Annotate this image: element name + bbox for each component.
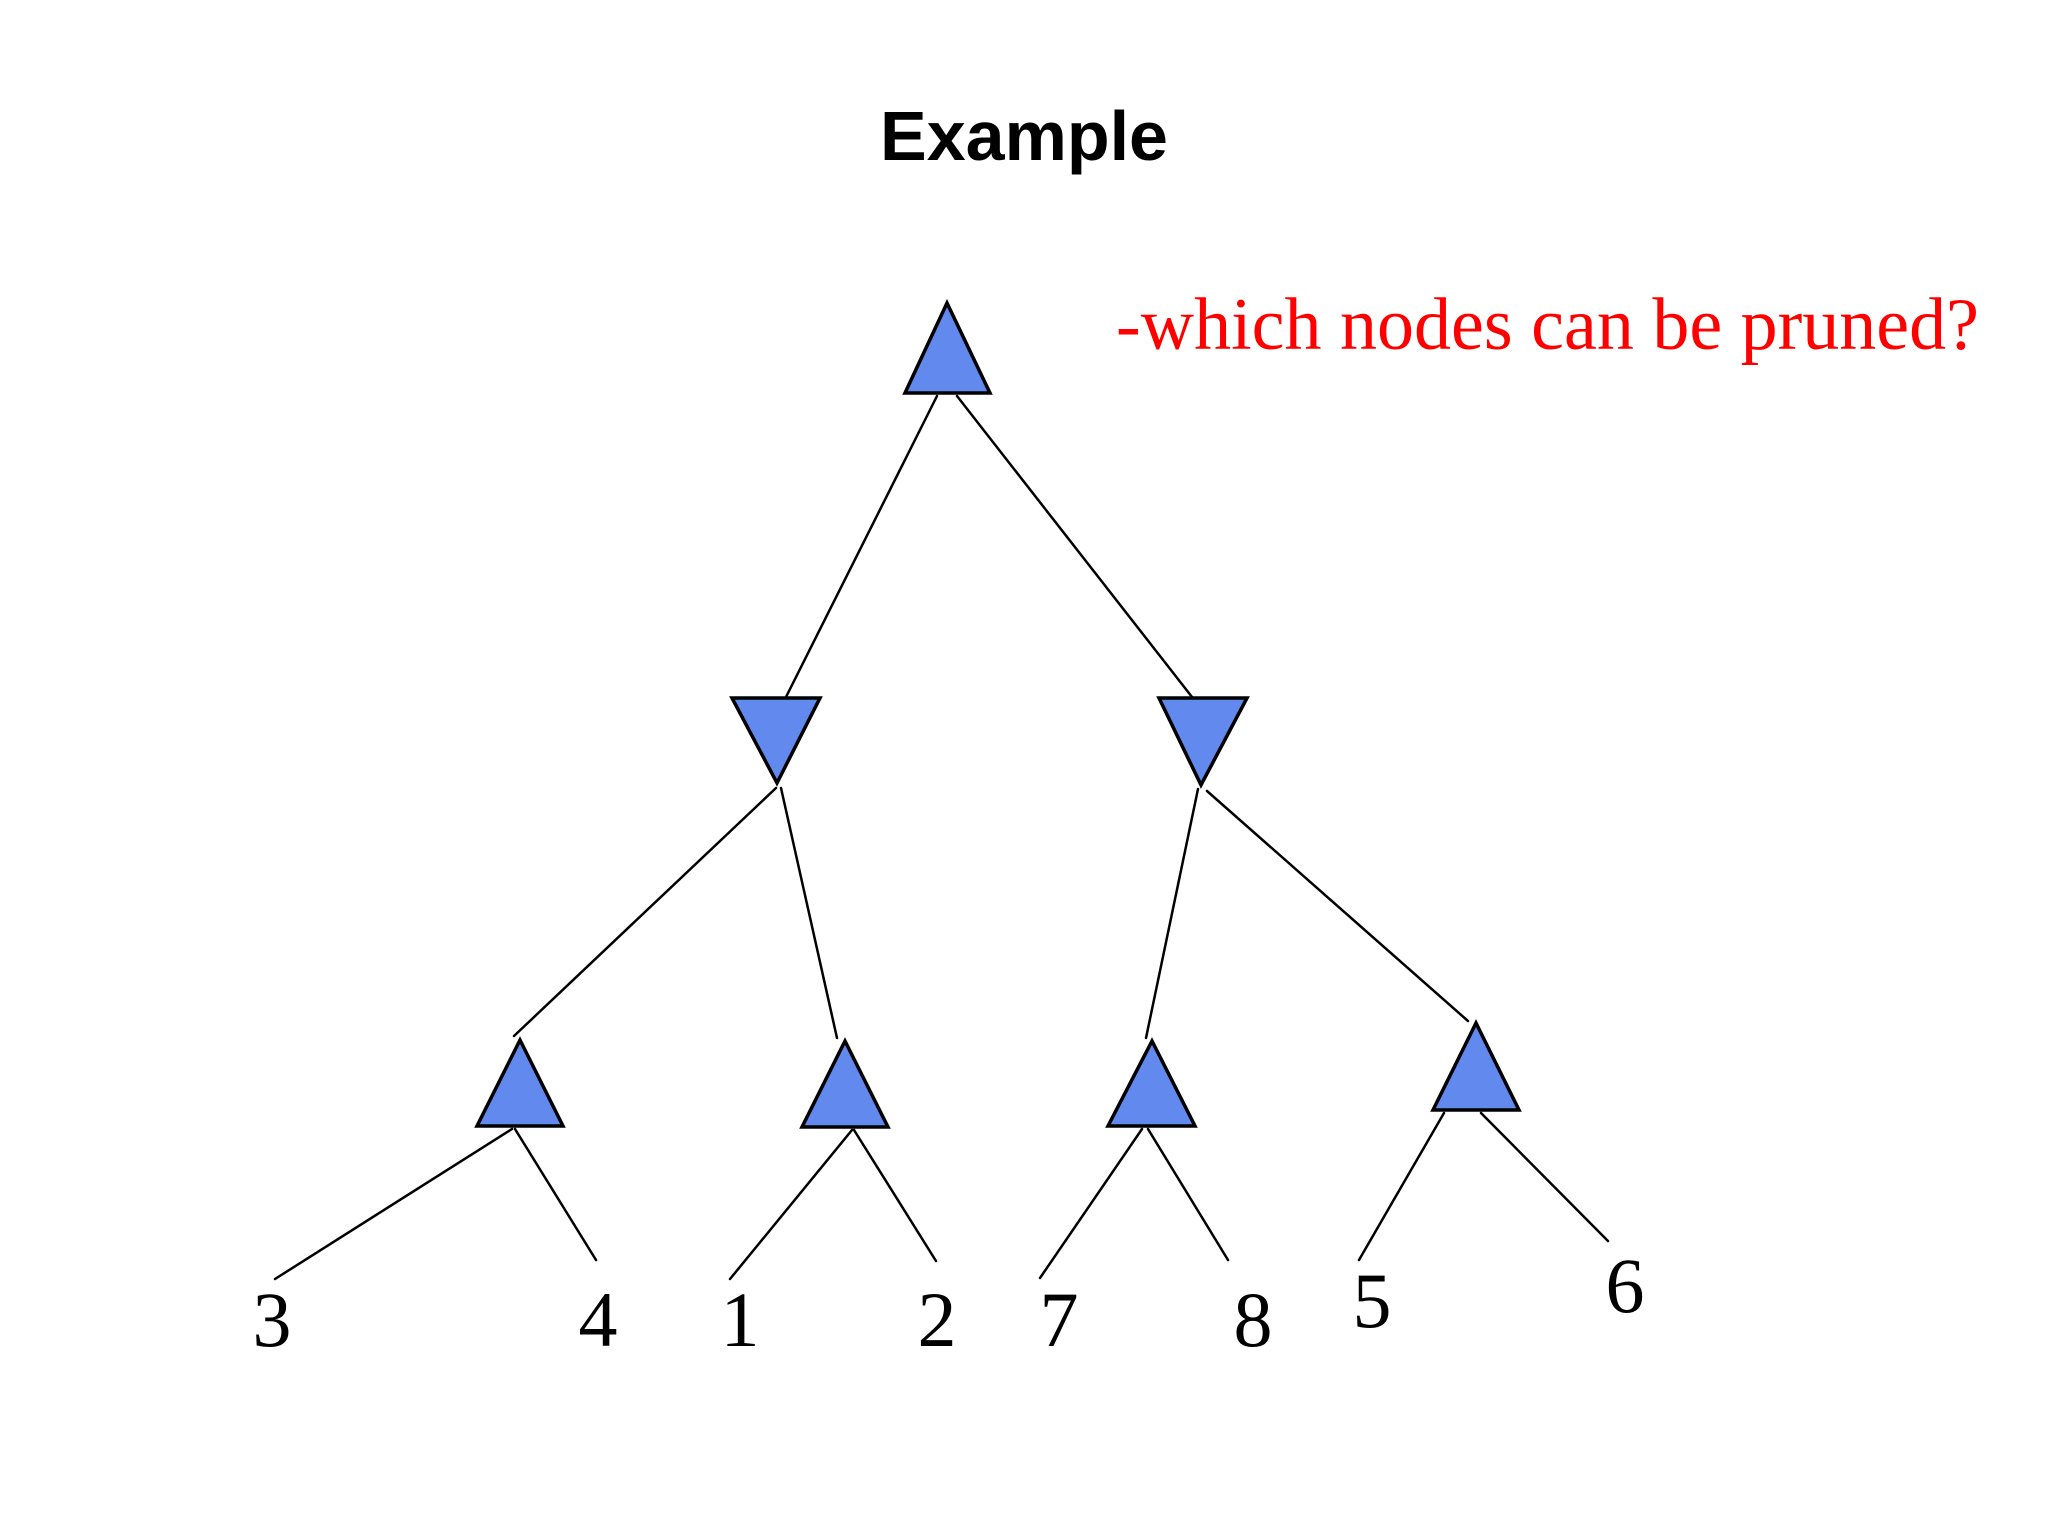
leaf-value-5: 5 <box>1352 1257 1392 1344</box>
edge-minright-max4 <box>1205 789 1470 1023</box>
edge-minleft-max1 <box>512 786 778 1038</box>
edge-max1-leaf-4 <box>513 1127 598 1262</box>
edge-max4-leaf-5 <box>1357 1111 1446 1262</box>
leaf-value-1: 1 <box>720 1276 760 1363</box>
leaf-value-4: 4 <box>578 1276 618 1363</box>
tree-edges <box>273 394 1610 1281</box>
node-min-left-triangle-down <box>729 696 823 787</box>
leaf-value-2: 2 <box>917 1276 957 1363</box>
edge-max1-leaf-3 <box>273 1127 514 1281</box>
leaf-value-7: 7 <box>1039 1276 1079 1363</box>
tree-nodes <box>474 298 1522 1129</box>
edge-max2-leaf-2 <box>852 1128 938 1263</box>
leaf-value-6: 6 <box>1605 1242 1645 1329</box>
node-max-1-triangle-up <box>474 1036 566 1128</box>
edge-minleft-max2 <box>779 786 839 1040</box>
node-root-triangle-up <box>902 298 993 395</box>
edge-max2-leaf-1 <box>728 1128 854 1281</box>
node-max-4-triangle-up <box>1430 1019 1522 1112</box>
slide-title: Example <box>880 97 1168 175</box>
edge-max4-leaf-6 <box>1479 1111 1610 1243</box>
edge-max3-leaf-8 <box>1146 1127 1230 1262</box>
edge-root-min-right <box>955 394 1194 699</box>
leaf-value-8: 8 <box>1233 1276 1273 1363</box>
node-min-right-triangle-down <box>1156 696 1250 789</box>
node-max-2-triangle-up <box>799 1037 891 1129</box>
node-max-3-triangle-up <box>1105 1037 1198 1128</box>
leaf-value-3: 3 <box>252 1276 292 1363</box>
edge-root-min-left <box>784 394 939 699</box>
annotation-pruned-question: -which nodes can be pruned? <box>1116 284 1979 366</box>
edge-minright-max3 <box>1144 787 1200 1040</box>
edge-max3-leaf-7 <box>1038 1127 1144 1280</box>
